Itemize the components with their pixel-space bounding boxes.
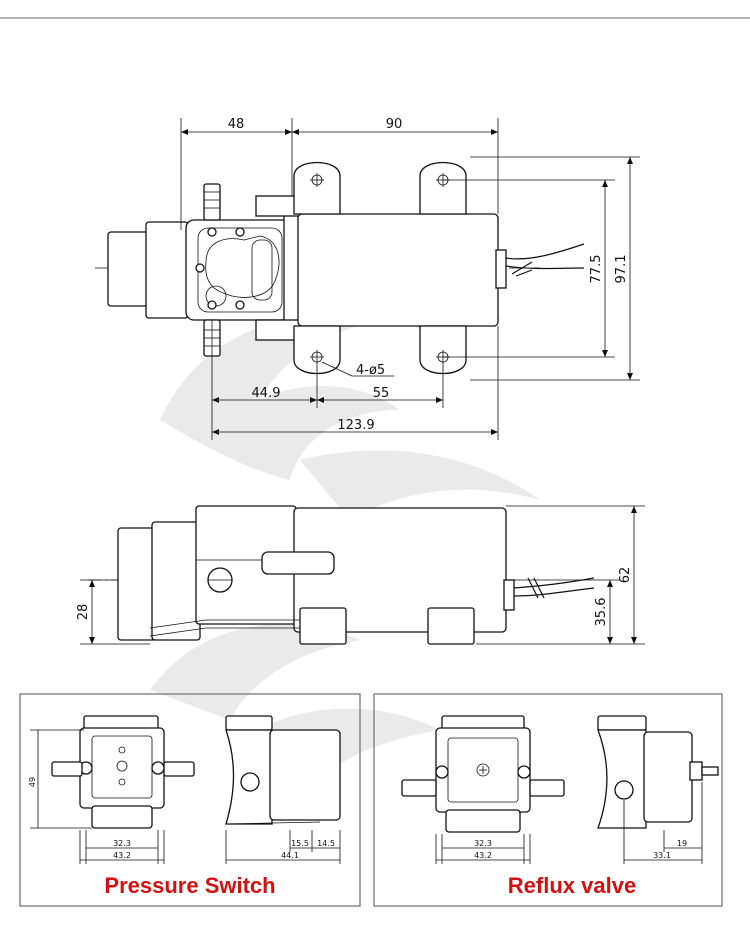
- side-head-body: [151, 521, 201, 641]
- ps-side-motor: [269, 729, 341, 821]
- mount-foot-bottom-left: [293, 325, 341, 375]
- rv-valve-knob: [701, 766, 719, 776]
- side-wire-2: [513, 587, 595, 597]
- dim-44-9-label: 44.9: [252, 386, 281, 401]
- ps-dims: [30, 729, 341, 864]
- side-base-rail: [149, 619, 300, 629]
- rv-dims: [435, 782, 703, 864]
- pump-chamber-outline: [205, 235, 280, 298]
- rv-side-head: [597, 729, 647, 829]
- dim-35-6-label: 35.6: [594, 598, 609, 627]
- ps-dim-44-1: 44.1: [281, 851, 299, 860]
- ps-front-base: [91, 805, 153, 829]
- side-view: 62 35.6 28: [76, 505, 645, 645]
- reflux-valve-caption: Reflux valve: [508, 873, 636, 898]
- rv-right-barb: [529, 779, 565, 797]
- ps-dim-14-5: 14.5: [317, 839, 335, 848]
- panel-reflux-valve: 32.3 43.2 19 33.1 Reflux valve: [373, 693, 723, 907]
- rv-side-top: [597, 715, 647, 731]
- rv-dim-32-3: 32.3: [474, 839, 492, 848]
- mount-foot-top-right: [419, 161, 467, 215]
- ps-dim-32-3: 32.3: [113, 839, 131, 848]
- ps-left-barb: [51, 761, 83, 777]
- side-foot-right: [427, 607, 475, 645]
- side-wire-1: [513, 577, 595, 589]
- dim-62-label: 62: [618, 567, 633, 584]
- side-end-cap: [503, 579, 515, 611]
- dim-48-90: [180, 118, 499, 230]
- dim-123-9-label: 123.9: [337, 418, 374, 433]
- head-cap: [107, 231, 151, 307]
- mount-foot-top-left: [293, 161, 341, 215]
- wire-2: [505, 265, 585, 270]
- pump-chamber-slot: [251, 239, 273, 301]
- wire-clip: [511, 261, 533, 277]
- rv-left-barb: [401, 779, 437, 797]
- rv-dim-19: 19: [677, 839, 687, 848]
- motor-end-cap: [495, 249, 507, 289]
- side-mount-tab: [261, 551, 335, 575]
- rv-front-base: [445, 809, 521, 833]
- ps-side-top: [225, 715, 273, 731]
- ps-dim-15-5: 15.5: [291, 839, 309, 848]
- wire-1: [505, 243, 585, 260]
- ps-dim-43-2: 43.2: [113, 851, 131, 860]
- rv-valve-stem: [689, 761, 703, 781]
- rv-dim-33-1: 33.1: [653, 851, 671, 860]
- side-dims: [80, 505, 645, 645]
- head-body: [145, 221, 189, 319]
- inlet-barb: [203, 183, 221, 221]
- panel-right-frame: [373, 693, 723, 907]
- rv-dim-43-2: 43.2: [474, 851, 492, 860]
- dim-44-55: [211, 320, 499, 440]
- side-foot-left: [299, 607, 347, 645]
- dim-97-1-label: 97.1: [614, 255, 629, 284]
- pressure-switch-caption: Pressure Switch: [104, 873, 275, 898]
- motor-body: [297, 213, 499, 327]
- side-head-cap: [117, 527, 157, 641]
- dim-28-label: 28: [76, 604, 91, 621]
- ps-dim-49: 49: [28, 777, 37, 787]
- dim-48-label: 48: [228, 117, 245, 132]
- ps-right-barb: [163, 761, 195, 777]
- hole-callout: 4-ø5: [356, 363, 385, 378]
- top-view: 48 90 77.5 97.1 4-ø5 44.9: [95, 117, 640, 440]
- side-wire-clip: [527, 577, 545, 599]
- hole-leader: [321, 361, 353, 377]
- dim-55-label: 55: [373, 386, 390, 401]
- head-screws: [195, 227, 245, 310]
- rv-side-motor: [643, 731, 693, 823]
- dim-77-5-label: 77.5: [589, 255, 604, 284]
- dim-90-label: 90: [386, 117, 403, 132]
- dim-77-97: [443, 156, 640, 381]
- panel-left-frame: [19, 693, 361, 907]
- panel-pressure-switch: 49 32.3 43.2 15.5 14.5 44.1 Pressure Swi…: [19, 693, 361, 907]
